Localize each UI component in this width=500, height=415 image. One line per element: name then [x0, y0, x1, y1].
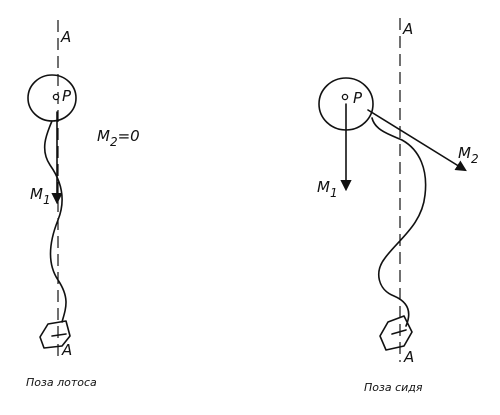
lotus-pose-figure: A A P M1 M2=0 Поза лотоса — [26, 20, 140, 389]
lotus-m1-label: M1 — [30, 185, 51, 207]
sitting-pose-figure: A A P M1 M2 Поза сидя — [317, 18, 479, 394]
sitting-pelvis-line — [391, 329, 407, 335]
lotus-pelvis — [39, 320, 71, 349]
lotus-center-point — [52, 93, 60, 101]
sitting-m2-label: M2 — [458, 144, 479, 166]
sitting-caption: Поза сидя — [364, 381, 423, 394]
sitting-spine — [371, 117, 427, 327]
sitting-point-label: P — [353, 89, 363, 107]
sitting-axis-bottom-label: A — [403, 348, 414, 366]
lotus-m2-label: M2=0 — [97, 127, 140, 149]
lotus-point-label: P — [62, 87, 72, 105]
sitting-m1-label: M1 — [317, 178, 338, 200]
lotus-axis-top-label: A — [60, 28, 71, 46]
sitting-center-point — [341, 93, 349, 101]
lotus-caption: Поза лотоса — [26, 376, 97, 389]
sitting-axis-top-label: A — [402, 20, 413, 38]
sitting-m2-arrow — [367, 109, 467, 172]
lotus-axis-bottom-label: A — [61, 341, 72, 359]
lotus-pelvis-line — [51, 333, 67, 337]
lotus-spine — [43, 120, 67, 323]
sitting-pelvis — [379, 315, 413, 351]
